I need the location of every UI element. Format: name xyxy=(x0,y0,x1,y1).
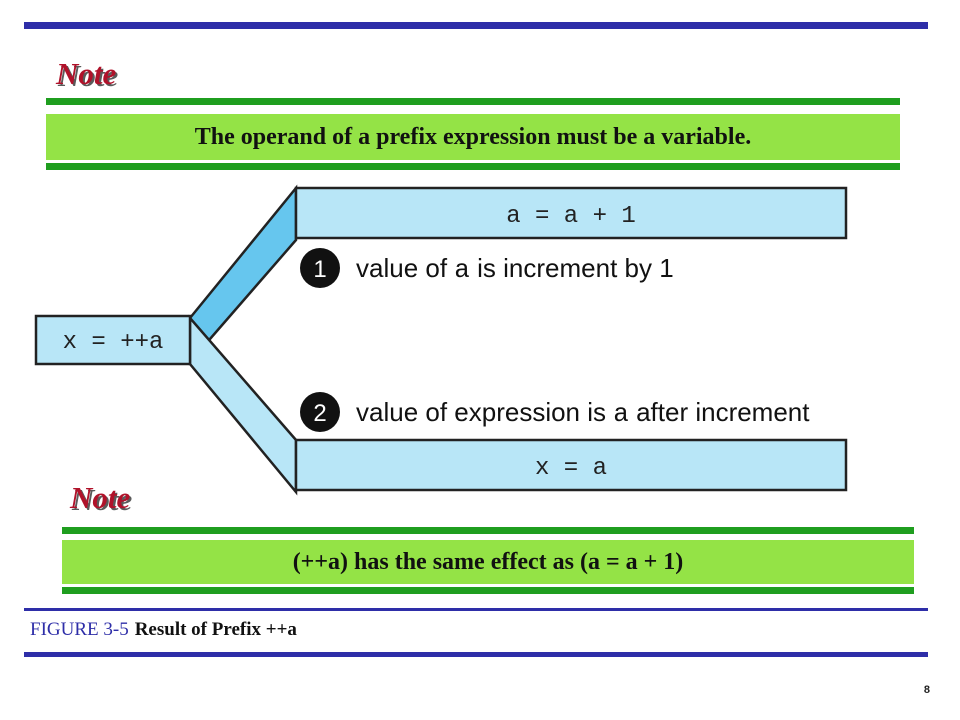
bottom-box xyxy=(294,438,848,492)
note-text: The operand of a prefix expression must … xyxy=(46,114,900,160)
note-2-top-line xyxy=(62,527,914,534)
caption-top-rule xyxy=(24,608,928,611)
step-1-before: value of xyxy=(356,253,454,283)
step-1-badge xyxy=(300,248,340,288)
step-1-code: a xyxy=(454,255,470,285)
step-1-text: value of a is increment by 1 xyxy=(356,253,674,285)
top-box xyxy=(294,186,848,240)
top-box-label: a = a + 1 xyxy=(506,203,636,230)
top-rule xyxy=(24,22,928,29)
step-1-after: is increment by 1 xyxy=(470,253,674,283)
step-2-text: value of expression is a after increment xyxy=(356,397,810,429)
step-2-code: a xyxy=(613,399,629,429)
lower-connector xyxy=(188,314,298,496)
note-2-bottom-line xyxy=(62,587,914,594)
step-1-number: 1 xyxy=(313,256,326,283)
note-top-line xyxy=(46,98,900,105)
step-2-number: 2 xyxy=(313,400,326,427)
page-number: 8 xyxy=(923,684,930,696)
note-title: Note xyxy=(56,56,117,91)
bottom-box-label: x = a xyxy=(535,455,607,482)
source-box xyxy=(34,314,192,366)
step-2-after: after increment xyxy=(629,397,810,427)
note-title-2: Note xyxy=(70,480,131,515)
source-box-label: x = ++a xyxy=(63,329,164,356)
step-2-before: value of expression is xyxy=(356,397,613,427)
figure-number: FIGURE 3-5 xyxy=(30,619,129,640)
note-bottom-line xyxy=(46,163,900,170)
caption-bottom-rule xyxy=(24,652,928,657)
figure-caption-text: Result of Prefix ++a xyxy=(134,619,297,640)
note-2-text: (++a) has the same effect as (a = a + 1) xyxy=(62,540,914,584)
step-2-badge xyxy=(300,392,340,432)
